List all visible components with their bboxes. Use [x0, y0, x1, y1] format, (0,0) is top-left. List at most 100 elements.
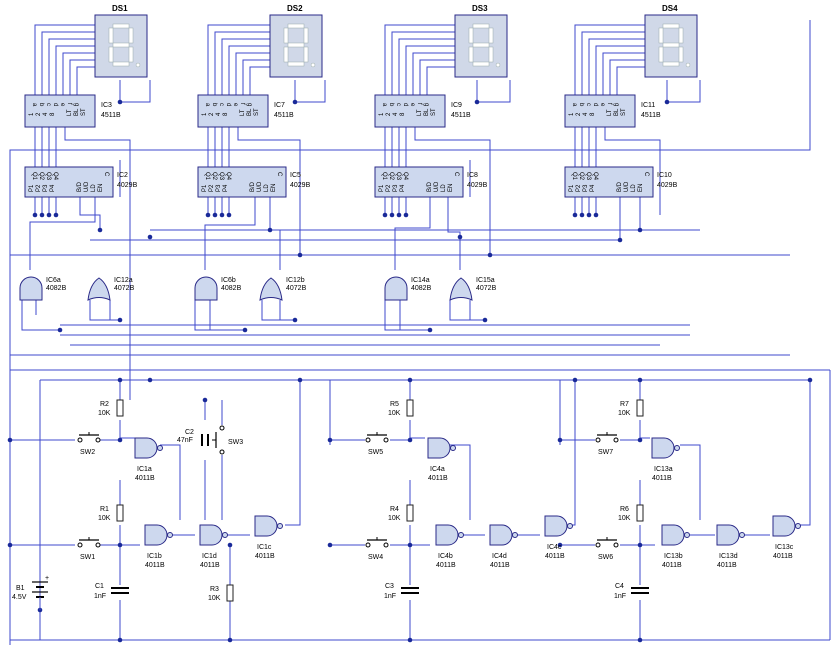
- display-label: DS2: [287, 4, 303, 13]
- counter-pin-label: B/D: [427, 181, 433, 192]
- switch-sw2[interactable]: SW2: [77, 432, 101, 456]
- switch-label: SW1: [80, 554, 95, 561]
- counter-pin-label: Q4: [402, 172, 408, 181]
- switch-sw7[interactable]: SW7: [595, 432, 619, 456]
- capacitor-value-label: 1nF: [614, 593, 626, 600]
- nand-ref-label: IC4c: [547, 544, 562, 551]
- counter-pin-label: P1: [29, 184, 35, 192]
- nand-part-label: 4011B: [436, 562, 456, 569]
- decoder-pin-label: a: [204, 103, 210, 107]
- switch-sw1[interactable]: SW1: [77, 537, 101, 561]
- counter-part-label: 4029B: [117, 182, 138, 189]
- nand-ref-label: IC4b: [438, 553, 453, 560]
- counter-part-label: 4029B: [657, 182, 678, 189]
- counter-pin-label: P2: [36, 184, 42, 192]
- decoder-pin-label: c: [218, 103, 224, 106]
- counter-ref-label: IC2: [117, 172, 128, 179]
- decoder-pin-label: e: [232, 103, 238, 107]
- gate-part-label: 4082B: [411, 285, 432, 292]
- decoder-pin-label: 1: [202, 112, 208, 116]
- counter-pin-label: C: [103, 172, 109, 177]
- counter-part-label: 4029B: [290, 182, 311, 189]
- display-label: DS4: [662, 4, 678, 13]
- counter-pin-label: P3: [393, 184, 399, 192]
- gate-ref-label: IC12b: [286, 277, 305, 284]
- decoder-pin-label: 1: [379, 112, 385, 116]
- switch-sw5[interactable]: SW5: [365, 432, 389, 456]
- counter-pin-label: EN: [448, 184, 454, 192]
- counter-pin-label: Q2: [38, 172, 44, 181]
- decoder-pin-label: 2: [36, 112, 42, 116]
- counter-pin-label: U/D: [257, 181, 263, 192]
- nand-part-label: 4011B: [717, 562, 737, 569]
- counter-pin-label: P2: [386, 184, 392, 192]
- decoder-pin-label: BL: [614, 108, 620, 116]
- decoder-pin-label: ST: [81, 108, 87, 116]
- decoder-pin-label: BL: [424, 108, 430, 116]
- switch-sw6[interactable]: SW6: [595, 537, 619, 561]
- decoder-pin-label: ST: [431, 108, 437, 116]
- counter-pin-label: U/D: [624, 181, 630, 192]
- resistor-value-label: 10K: [618, 410, 631, 417]
- gate-part-label: 4072B: [286, 285, 307, 292]
- counter-pin-label: P3: [43, 184, 49, 192]
- gate-part-label: 4072B: [114, 285, 135, 292]
- nand-gate-ic4c: IC4c 4011B: [544, 515, 573, 560]
- decoder-pin-label: e: [599, 103, 605, 107]
- capacitor-value-label: 47nF: [177, 437, 193, 444]
- switch-sw3[interactable]: SW3: [212, 400, 243, 520]
- nand-gate-ic13c: IC13c 4011B: [772, 515, 801, 560]
- nand-part-label: 4011B: [545, 553, 565, 560]
- decoder-pin-label: b: [578, 103, 584, 107]
- nand-part-label: 4011B: [773, 553, 793, 560]
- counter-ref-label: IC5: [290, 172, 301, 179]
- decoder-pin-label: f: [416, 103, 422, 105]
- resistor-value-label: 10K: [388, 410, 401, 417]
- nand-part-label: 4011B: [135, 475, 155, 482]
- decoder-ref-label: IC9: [451, 102, 462, 109]
- switch-sw4[interactable]: SW4: [365, 537, 389, 561]
- counter-pin-label: Q3: [218, 172, 224, 181]
- decoder-pin-label: 2: [576, 112, 582, 116]
- switch-label: SW5: [368, 449, 383, 456]
- decoder-part-label: 4511B: [274, 112, 294, 119]
- counter-pin-label: Q1: [204, 172, 210, 181]
- decoder-pin-label: 8: [400, 112, 406, 116]
- decoder-pin-label: BL: [247, 108, 253, 116]
- gate-ref-label: IC6b: [221, 277, 236, 284]
- nand-gate-ic13b: IC13b 4011B: [661, 524, 690, 569]
- gate-part-label: 4082B: [221, 285, 242, 292]
- resistor-ref-label: R2: [100, 401, 109, 408]
- resistor-value-label: 10K: [208, 595, 221, 602]
- capacitor-value-label: 1nF: [384, 593, 396, 600]
- counter-pin-label: P2: [576, 184, 582, 192]
- gate-ref-label: IC12a: [114, 277, 133, 284]
- decoder-pin-label: 8: [590, 112, 596, 116]
- decoder-pin-label: f: [66, 103, 72, 105]
- counter-pin-label: Q3: [395, 172, 401, 181]
- nand-ref-label: IC4a: [430, 466, 445, 473]
- nand-part-label: 4011B: [652, 475, 672, 482]
- decoder-pin-label: c: [395, 103, 401, 106]
- seven-seg-display-1: [94, 14, 148, 78]
- nand-part-label: 4011B: [662, 562, 682, 569]
- nand-ref-label: IC13b: [664, 553, 683, 560]
- resistor-value-label: 10K: [388, 515, 401, 522]
- decoder-pin-label: b: [211, 103, 217, 107]
- capacitor-ref-label: C1: [95, 583, 104, 590]
- nand-ref-label: IC4d: [492, 553, 507, 560]
- nand-ref-label: IC13c: [775, 544, 794, 551]
